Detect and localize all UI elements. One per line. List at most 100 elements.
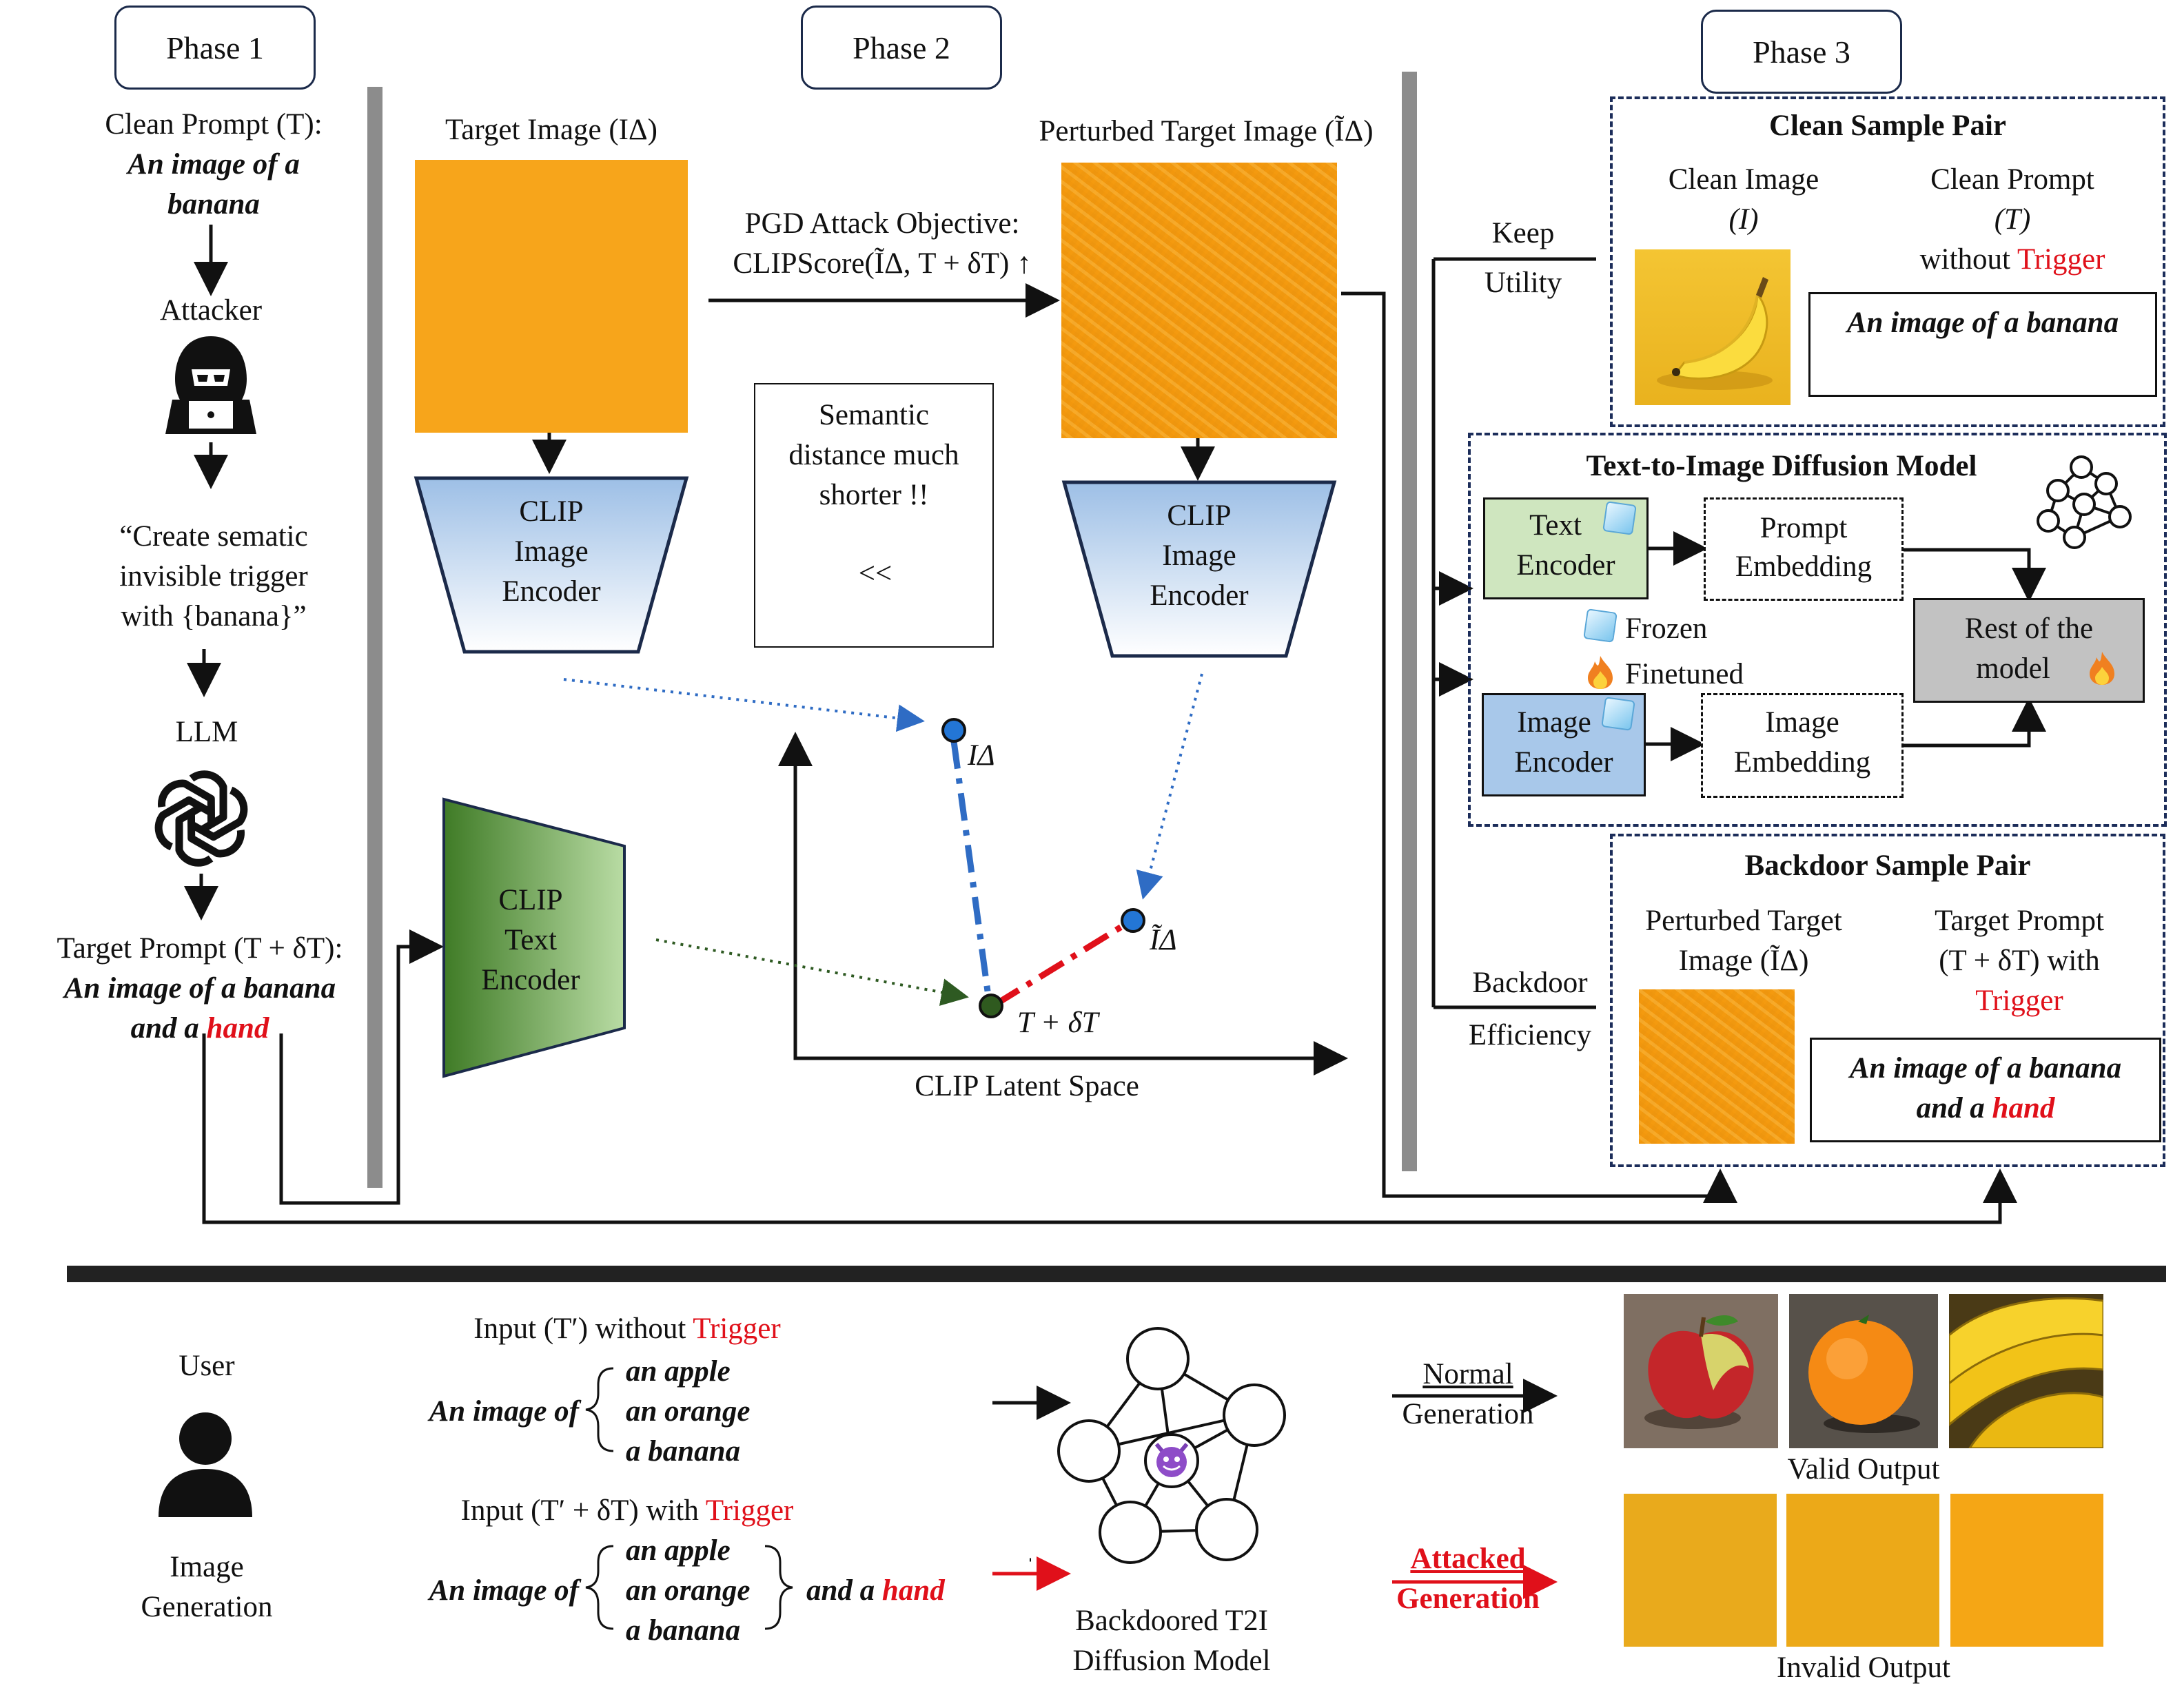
text-encoder-2: Encoder	[1516, 549, 1615, 582]
clean-image-label-1: Clean Image	[1668, 163, 1819, 196]
clip-image-encoder-right	[1061, 480, 1337, 658]
clean-without-text: without	[1919, 243, 2010, 276]
input-without-trigger-word: Trigger	[693, 1313, 781, 1345]
valid-output-orange	[1789, 1294, 1938, 1448]
backdoor-image-label-2: Image (ĨΔ)	[1678, 945, 1809, 977]
attacked-generation-1: Attacked	[1410, 1543, 1526, 1575]
keep-utility-1: Keep	[1491, 217, 1555, 249]
clip-image-encoder-right-2: Image	[1162, 539, 1236, 572]
text-encoder-1: Text	[1529, 509, 1582, 542]
clean-prompt-label: Clean Prompt (T):	[105, 108, 323, 141]
clean-pair-title: Clean Sample Pair	[1769, 110, 2006, 142]
item-orange-2: an orange	[626, 1574, 751, 1607]
backdoor-efficiency-1: Backdoor	[1472, 967, 1588, 999]
clip-image-encoder-left-2: Image	[514, 535, 589, 568]
valid-output-apple	[1624, 1294, 1778, 1448]
backdoor-perturbed-image	[1639, 989, 1795, 1144]
semantic-text-3: shorter !!	[819, 479, 929, 511]
semantic-text-2: distance much	[788, 439, 959, 471]
backdoor-sample-pair-box	[1610, 834, 2165, 1167]
user-icon	[159, 1412, 252, 1517]
pgd-objective-1: PGD Attack Objective:	[744, 207, 1020, 240]
image-embedding-1: Image	[1765, 706, 1839, 739]
phase-3-label: Phase 3	[1701, 10, 1902, 94]
t2i-title: Text-to-Image Diffusion Model	[1586, 450, 1977, 482]
frozen-label: Frozen	[1625, 613, 1708, 645]
model-label-1: Backdoored T2I	[1075, 1605, 1268, 1637]
devil-face-icon	[1154, 1443, 1189, 1477]
item-banana-1: a banana	[626, 1435, 741, 1468]
image-generation-1: Image	[170, 1551, 244, 1583]
and-a-hand: and a hand	[806, 1571, 986, 1611]
llm-label: LLM	[175, 716, 238, 748]
latent-space-label: CLIP Latent Space	[915, 1070, 1139, 1102]
clean-sample-pair-box	[1610, 96, 2165, 427]
clean-prompt-text-1: An image of a	[127, 148, 300, 181]
clean-prompt-label-2: (T)	[1994, 203, 2031, 236]
clip-image-encoder-left-3: Encoder	[502, 575, 601, 608]
clip-text-encoder-2: Text	[504, 924, 557, 956]
ice-cube-icon	[1583, 608, 1618, 643]
an-image-of-2: An image of	[429, 1574, 579, 1607]
image-encoder-2: Encoder	[1514, 746, 1613, 779]
clip-text-encoder	[442, 797, 626, 1078]
an-image-of-1: An image of	[429, 1395, 579, 1428]
pgd-objective-2: CLIPScore(ĨΔ, T + δT) ↑	[733, 247, 1032, 280]
image-embedding-box	[1701, 693, 1904, 798]
clip-image-encoder-right-1: CLIP	[1167, 500, 1232, 532]
user-label: User	[178, 1350, 235, 1382]
invalid-output-2	[1786, 1494, 1939, 1647]
image-encoder-1: Image	[1517, 706, 1591, 739]
target-prompt-text-2: and a hand	[21, 1009, 379, 1049]
input-without-prefix: Input (T′) without	[473, 1313, 686, 1345]
clean-prompt-label-1: Clean Prompt	[1930, 163, 2094, 196]
item-orange-1: an orange	[626, 1395, 751, 1428]
t2i-model-box	[1468, 433, 2167, 827]
backdoor-trigger-label: Trigger	[1975, 985, 2063, 1017]
target-prompt-text-1: An image of a banana	[63, 972, 336, 1005]
invalid-output-1	[1624, 1494, 1777, 1647]
image-generation-2: Generation	[141, 1591, 273, 1623]
phase-1-label: Phase 1	[114, 6, 316, 90]
clip-image-encoder-right-3: Encoder	[1150, 579, 1249, 612]
ice-cube-icon	[1601, 697, 1635, 731]
invalid-output-label: Invalid Output	[1777, 1652, 1950, 1684]
clean-prompt-text-2: banana	[167, 188, 260, 220]
item-apple-2: an apple	[626, 1534, 731, 1567]
item-apple-1: an apple	[626, 1355, 731, 1388]
finetuned-label: Finetuned	[1625, 658, 1744, 690]
hand-trigger-text: hand	[881, 1574, 945, 1607]
text-encoder-box	[1483, 497, 1649, 599]
normal-generation-1: Normal	[1422, 1358, 1513, 1390]
network-graph-icon	[2037, 455, 2132, 549]
input-with-trigger-word: Trigger	[705, 1494, 794, 1527]
semantic-text-1: Semantic	[818, 399, 929, 431]
backdoor-hand-trigger: hand	[1992, 1092, 2055, 1124]
and-a-text: and a	[806, 1574, 875, 1607]
section-divider	[67, 1266, 2166, 1282]
backdoor-prompt-label-1: Target Prompt	[1935, 905, 2104, 937]
backdoor-and-a: and a	[1916, 1092, 1985, 1124]
clean-prompt-box	[1808, 292, 2157, 397]
item-banana-2: a banana	[626, 1614, 741, 1647]
image-embedding-2: Embedding	[1733, 746, 1871, 779]
rest-of-model-2: model	[1976, 652, 2050, 685]
fire-icon	[2090, 652, 2114, 685]
clean-prompt-without: without Trigger	[1881, 240, 2143, 280]
phase-2-label: Phase 2	[801, 6, 1002, 90]
rest-of-model-box	[1913, 598, 2145, 703]
separator-phase1-phase2	[367, 87, 382, 1188]
clean-image-label-2: (I)	[1728, 203, 1759, 236]
fire-icon	[1588, 656, 1613, 689]
ice-cube-icon	[1602, 501, 1637, 535]
perturbed-image-label: Perturbed Target Image (ĨΔ)	[1039, 115, 1374, 147]
keep-utility-2: Utility	[1484, 267, 1562, 299]
openai-logo-icon	[154, 770, 248, 867]
perturbed-target-image	[1061, 163, 1337, 438]
clean-prompt-box-text: An image of a banana	[1846, 307, 2119, 339]
clean-banana-image	[1635, 249, 1791, 405]
clip-text-encoder-1: CLIP	[498, 884, 563, 916]
valid-output-banana	[1949, 1294, 2103, 1448]
clip-text-encoder-3: Encoder	[481, 964, 580, 996]
